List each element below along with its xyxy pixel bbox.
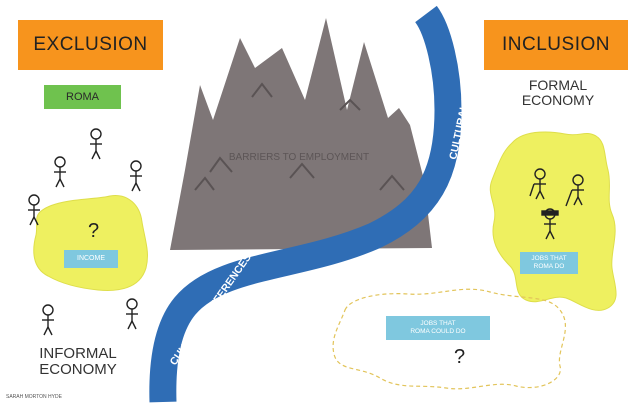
credit: SARAH MORTON HYDE (6, 394, 62, 400)
could-do-question-mark: ? (454, 346, 466, 368)
formal-economy-label: FORMAL ECONOMY (496, 78, 620, 108)
informal-economy-line1: INFORMAL (39, 345, 117, 362)
income-blob (33, 195, 148, 291)
person-figure (54, 156, 66, 188)
exclusion-heading: EXCLUSION (18, 20, 163, 70)
could-do-outline (332, 288, 566, 390)
roma-label: ROMA (44, 85, 121, 109)
formal-economy-line1: FORMAL (528, 77, 588, 93)
worker-figure (529, 168, 546, 200)
jobs-roma-do-line1: JOBS THAT (531, 254, 567, 262)
mountain-range (170, 18, 432, 250)
informal-economy-line2: ECONOMY (39, 361, 117, 378)
mountain-label: BARRIERS TO EMPLOYMENT (228, 152, 370, 163)
formal-jobs-blob (489, 131, 617, 311)
jobs-roma-do-line2: ROMA DO (533, 263, 565, 270)
river (149, 5, 462, 403)
worker-figure (565, 174, 584, 207)
jobs-roma-could-do-line1: JOBS THAT (420, 319, 456, 327)
informal-economy-label: INFORMAL ECONOMY (14, 346, 142, 378)
jobs-roma-could-do-label: JOBS THAT ROMA COULD DO (386, 316, 490, 340)
worker-figure (541, 208, 559, 240)
jobs-roma-could-do-line2: ROMA COULD DO (410, 328, 466, 335)
jobs-roma-do-label: JOBS THAT ROMA DO (520, 252, 578, 274)
mountain-shading (194, 82, 405, 191)
person-figure (130, 160, 142, 192)
inclusion-heading: INCLUSION (484, 20, 628, 70)
workers-right (529, 168, 584, 240)
person-figure (42, 304, 54, 336)
people-left (28, 128, 142, 336)
person-figure (90, 128, 102, 160)
person-figure (28, 194, 40, 226)
income-question-mark: ? (88, 220, 100, 242)
income-label: INCOME (64, 250, 118, 268)
formal-economy-line2: ECONOMY (521, 92, 595, 108)
person-figure (126, 298, 138, 330)
